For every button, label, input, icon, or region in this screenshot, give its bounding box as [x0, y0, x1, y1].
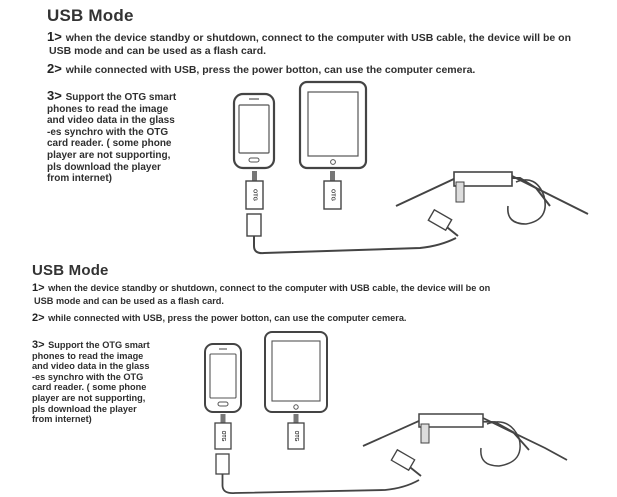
item-3: 3> Support the OTG smart phones to read … — [32, 340, 150, 425]
otg-adapter-tablet: OTG — [323, 171, 342, 210]
otg-adapter-phone: OTG — [214, 414, 232, 450]
smart-glasses-icon — [362, 413, 568, 477]
item-3-line-7: pls download the player — [47, 161, 161, 173]
item-1-continuation: USB mode and can be used as a flash card… — [49, 45, 267, 57]
item-3-line-3: and video data in the glass — [47, 115, 175, 127]
item-3-number: 3> — [47, 88, 62, 103]
item-3-line-6: player are not supporting, — [47, 149, 171, 161]
usb-cable-icon — [246, 213, 457, 255]
otg-label: OTG — [293, 431, 299, 442]
item-3-line-1: 3> Support the OTG smart — [47, 88, 177, 103]
item-1-number: 1> — [47, 29, 62, 44]
otg-label: OTG — [220, 431, 226, 442]
usb-cable-icon — [215, 453, 420, 495]
otg-illustration: OTG OTG — [232, 80, 589, 255]
section-title: USB Mode — [32, 262, 109, 279]
item-1: 1> when the device standby or shutdown, … — [32, 282, 490, 294]
otg-adapter-tablet: OTG — [287, 414, 305, 450]
item-2-number: 2> — [47, 61, 62, 76]
item-1-number: 1> — [32, 282, 45, 294]
item-1-text: when the device standby or shutdown, con… — [45, 283, 491, 293]
item-3: 3> Support the OTG smart phones to read … — [47, 88, 177, 185]
item-1-text: when the device standby or shutdown, con… — [62, 32, 571, 44]
section-title: USB Mode — [47, 6, 134, 25]
otg-label: OTG — [252, 189, 258, 201]
usb-mode-panel-top: USB Mode 1> when the device standby or s… — [47, 6, 589, 255]
item-3-line-4: -es synchro with the OTG — [47, 126, 169, 138]
item-3-line-5: card reader. ( some phone — [32, 382, 147, 393]
smartphone-icon — [232, 92, 276, 170]
item-3-line-7: pls download the player — [32, 403, 137, 414]
otg-label: OTG — [330, 189, 336, 201]
item-1: 1> when the device standby or shutdown, … — [47, 29, 571, 44]
item-3-line-6: player are not supporting, — [32, 392, 146, 403]
item-1-continuation: USB mode and can be used as a flash card… — [34, 296, 224, 306]
item-2-text: while connected with USB, press the powe… — [45, 313, 407, 323]
tablet-icon — [264, 331, 328, 413]
otg-adapter-phone: OTG — [245, 171, 264, 210]
item-2-text: while connected with USB, press the powe… — [62, 64, 476, 76]
item-3-line-1: 3> Support the OTG smart — [32, 339, 150, 351]
smart-glasses-icon — [395, 171, 589, 237]
item-3-line-5: card reader. ( some phone — [47, 138, 172, 150]
item-3-line-8: from internet) — [47, 173, 112, 185]
item-3-line-8: from internet) — [32, 414, 92, 425]
tablet-icon — [298, 80, 368, 170]
item-3-line-2: phones to read the image — [47, 103, 169, 115]
item-2: 2> while connected with USB, press the p… — [47, 61, 475, 76]
item-3-line-2: phones to read the image — [32, 350, 144, 361]
item-3-number: 3> — [32, 339, 45, 351]
usb-mode-panel-bottom: USB Mode 1> when the device standby or s… — [0, 258, 617, 497]
item-2-number: 2> — [32, 312, 45, 324]
item-2: 2> while connected with USB, press the p… — [32, 312, 406, 324]
item-3-line-4: -es synchro with the OTG — [32, 371, 144, 382]
item-3-line-3: and video data in the glass — [32, 361, 150, 372]
smartphone-icon — [204, 343, 242, 413]
otg-illustration: OTG OTG — [204, 331, 568, 495]
